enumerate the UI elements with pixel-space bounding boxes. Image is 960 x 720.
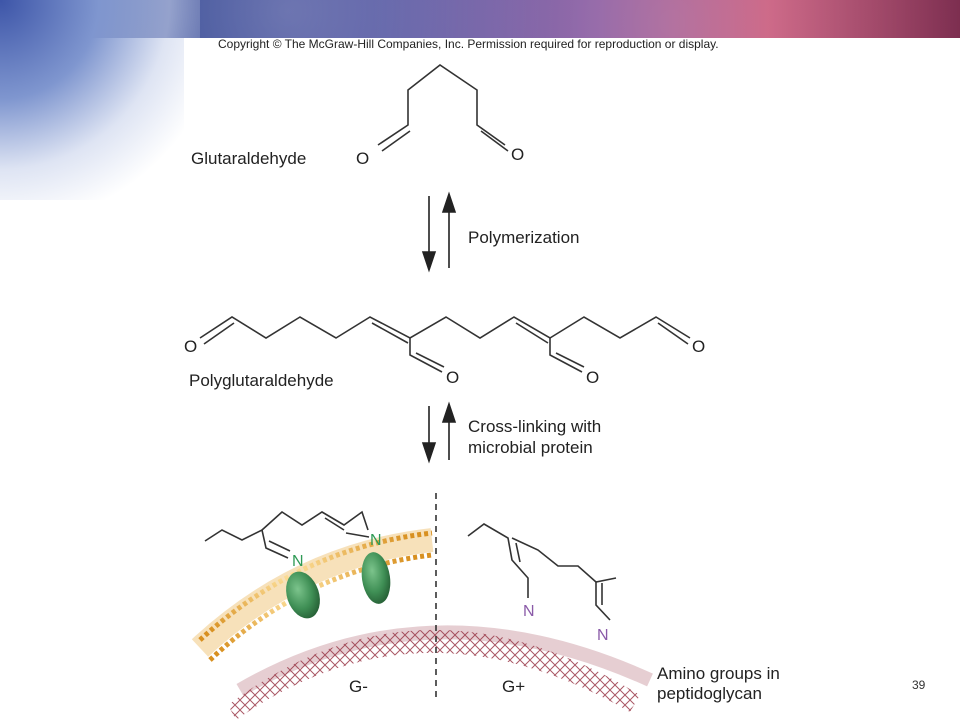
atom-oxygen: O	[184, 337, 197, 356]
copyright-notice: Copyright © The McGraw-Hill Companies, I…	[218, 37, 719, 51]
slide-page-number: 39	[912, 678, 926, 692]
glutaraldehyde-label: Glutaraldehyde	[191, 149, 306, 168]
polyglutaraldehyde-label: Polyglutaraldehyde	[189, 371, 334, 390]
polyglutaraldehyde-structure	[199, 316, 691, 373]
atom-nitrogen: N	[292, 553, 304, 570]
outer-membrane	[191, 528, 434, 662]
atom-nitrogen: N	[370, 532, 382, 549]
membrane-protein	[361, 552, 391, 604]
atom-oxygen: O	[356, 149, 369, 168]
atom-oxygen: O	[692, 337, 705, 356]
crosslinked-chain-gram-negative	[204, 510, 370, 559]
peptidoglycan-layer	[228, 629, 640, 720]
gram-positive-label: G+	[502, 677, 525, 696]
crosslinked-chain-gram-positive	[467, 523, 617, 621]
glutaraldehyde-structure	[377, 64, 509, 152]
atom-oxygen: O	[446, 368, 459, 387]
atom-oxygen: O	[511, 145, 524, 164]
atom-oxygen: O	[586, 368, 599, 387]
peptidoglycan-layer-outer	[236, 625, 653, 697]
membrane-protein	[286, 571, 320, 619]
amino-groups-label-line2: peptidoglycan	[657, 684, 762, 703]
amino-groups-label-line1: Amino groups in	[657, 664, 780, 683]
slide-corner-decoration	[0, 0, 200, 200]
gram-negative-label: G-	[349, 677, 368, 696]
polymerization-label: Polymerization	[468, 228, 580, 247]
atom-nitrogen: N	[523, 603, 535, 620]
atom-nitrogen: N	[597, 627, 609, 644]
crosslinking-label-line1: Cross-linking with	[468, 417, 601, 436]
crosslinking-arrows	[421, 401, 457, 464]
equilibrium-arrows	[421, 191, 457, 273]
figure-panel	[184, 38, 804, 720]
crosslinking-label-line2: microbial protein	[468, 438, 593, 457]
